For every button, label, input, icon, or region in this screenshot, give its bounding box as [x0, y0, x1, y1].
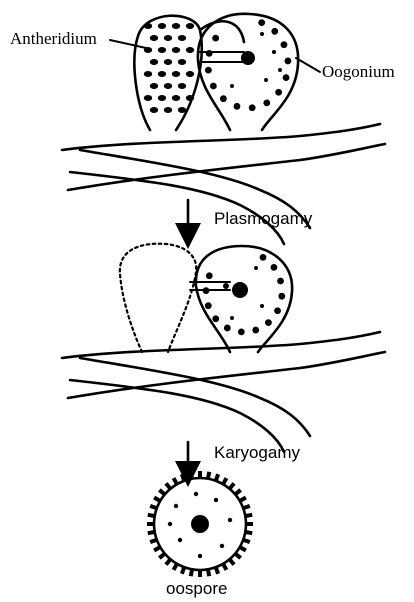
nucleus-dot — [178, 59, 186, 65]
nucleus-dot — [172, 47, 180, 53]
antheridium-leader-line — [110, 40, 146, 48]
karyogamy-label: Karyogamy — [214, 443, 300, 462]
nucleus-dot — [150, 107, 158, 113]
nucleus-dot — [281, 41, 288, 48]
oogonium-nucleus — [241, 51, 255, 65]
nucleus-dot — [144, 71, 152, 77]
nucleus-dot — [194, 492, 198, 496]
nucleus-dot — [178, 107, 186, 113]
oogonium-label: Oogonium — [322, 62, 395, 81]
oogonium — [198, 14, 298, 130]
nucleus-dot — [238, 329, 245, 336]
stage-before-plasmogamy: Antheridium Oogonium — [10, 14, 395, 244]
nucleus-dot — [264, 78, 268, 82]
nucleus-dot — [158, 23, 166, 29]
hyphae-stage-2 — [62, 332, 385, 452]
nucleus-dot — [178, 35, 186, 41]
nucleus-dot — [206, 272, 213, 279]
nucleus-dot — [178, 83, 186, 89]
oospore-label: oospore — [166, 579, 227, 598]
nucleus-dot — [198, 554, 202, 558]
nucleus-dot — [272, 50, 276, 54]
nucleus-dot — [230, 316, 234, 320]
nucleus-dot — [172, 95, 180, 101]
nucleus-dot — [277, 278, 284, 285]
nucleus-dot — [220, 95, 227, 102]
nucleus-dot — [278, 293, 285, 300]
nucleus-dot — [150, 83, 158, 89]
nucleus-dot — [186, 95, 194, 101]
nucleus-dot — [214, 498, 218, 502]
oogonium-leader-line — [296, 58, 320, 72]
nucleus-dot — [164, 107, 172, 113]
nucleus-dot — [271, 264, 278, 271]
nucleus-dot — [275, 89, 282, 96]
antheridium-label: Antheridium — [10, 29, 97, 48]
nucleus-dot — [212, 315, 219, 322]
nucleus-dot — [205, 67, 212, 74]
nucleus-dot — [172, 71, 180, 77]
nucleus-dot — [203, 287, 210, 294]
nucleus-dot — [150, 59, 158, 65]
stage-after-plasmogamy — [62, 244, 385, 452]
antheridium-nuclei — [144, 23, 194, 113]
nucleus-dot — [206, 50, 213, 57]
nucleus-dot — [150, 35, 158, 41]
nucleus-dot — [210, 83, 217, 90]
nucleus-dot — [260, 32, 264, 36]
nucleus-dot — [164, 59, 172, 65]
antheridium — [134, 16, 244, 130]
oogonium-nuclei — [205, 19, 291, 111]
nucleus-dot — [228, 518, 232, 522]
nucleus-dot — [158, 95, 166, 101]
nucleus-dot — [172, 23, 180, 29]
nucleus-dot — [164, 83, 172, 89]
nucleus-dot — [186, 23, 194, 29]
nucleus-dot — [178, 538, 182, 542]
nucleus-dot — [205, 302, 212, 309]
nucleus-dot — [144, 23, 152, 29]
empty-antheridium — [120, 244, 196, 352]
nucleus-dot — [278, 68, 282, 72]
oogonium-after-plasmogamy — [190, 246, 292, 352]
nucleus-dot — [263, 99, 270, 106]
nucleus-dot — [220, 544, 224, 548]
nucleus-dot — [186, 71, 194, 77]
nucleus-dot — [186, 47, 194, 53]
nucleus-dot — [260, 304, 264, 308]
nucleus-dot — [224, 325, 231, 332]
nucleus-dot — [168, 522, 172, 526]
nucleus-dot — [274, 307, 281, 314]
nucleus-dot — [144, 95, 152, 101]
nucleus-dot — [158, 47, 166, 53]
nucleus-dot — [265, 319, 272, 326]
nucleus-dot — [174, 504, 178, 508]
plasmogamy-label: Plasmogamy — [214, 209, 313, 228]
nucleus-dot — [258, 19, 265, 26]
nucleus-dot — [164, 35, 172, 41]
nucleus-dot — [230, 84, 234, 88]
nucleus-dot — [158, 71, 166, 77]
nucleus-dot — [271, 28, 278, 35]
nucleus-dot — [212, 35, 219, 42]
nucleus-dot — [252, 327, 259, 334]
nucleus-dot — [249, 104, 256, 111]
nucleus-dot — [285, 58, 292, 65]
nucleus-dot — [260, 254, 267, 261]
nucleus-dot — [254, 266, 258, 270]
nucleus-dot — [234, 103, 241, 110]
oospore — [147, 471, 253, 577]
nucleus-dot — [283, 74, 290, 81]
